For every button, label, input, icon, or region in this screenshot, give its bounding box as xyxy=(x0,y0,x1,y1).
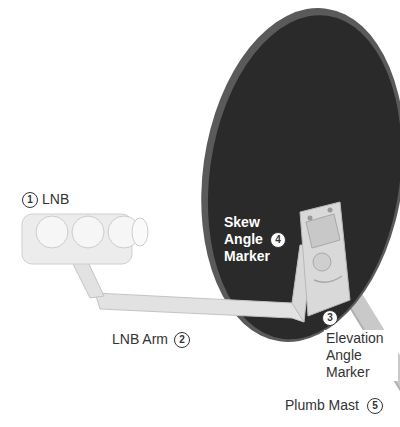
callout-number: 5 xyxy=(367,398,383,414)
bracket-bolt xyxy=(313,253,331,271)
bolt xyxy=(328,208,333,213)
part-label: LNB xyxy=(42,191,69,208)
callout-number: 4 xyxy=(270,232,286,248)
elevation-scale xyxy=(314,276,342,282)
part-label: Plumb Mast xyxy=(283,397,361,414)
bolt xyxy=(308,216,313,221)
part-label: Skew Angle Marker xyxy=(224,214,276,265)
lnb-horn xyxy=(36,216,68,248)
callout-number: 2 xyxy=(174,332,190,348)
part-label: Elevation Angle Marker xyxy=(324,330,398,381)
callout-number: 3 xyxy=(322,310,338,326)
skew-plate xyxy=(306,214,340,248)
callout-number: 1 xyxy=(22,192,38,208)
lnb-horn-face xyxy=(132,218,148,246)
lnb-stem xyxy=(72,262,104,298)
part-label: LNB Arm xyxy=(112,331,168,348)
lnb-horn xyxy=(72,216,104,248)
lnb-arm xyxy=(95,293,304,322)
mount-bracket xyxy=(300,202,350,316)
